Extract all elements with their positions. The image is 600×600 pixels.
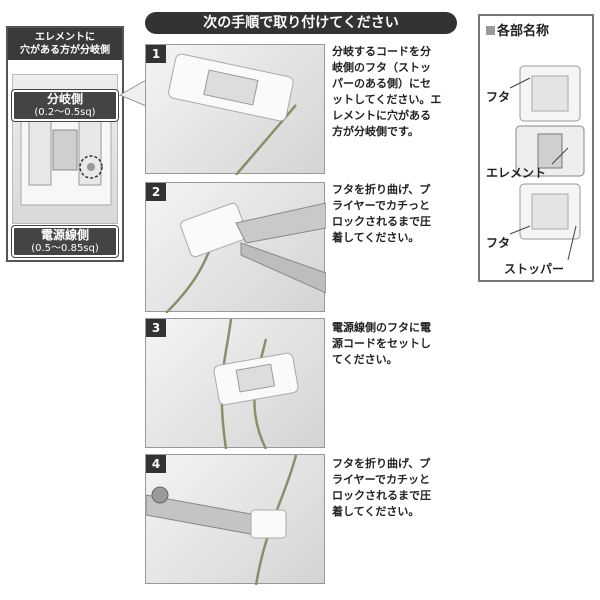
step-1-line: パーのある側）にセ <box>332 77 431 90</box>
step-1-line: 分岐するコードを分 <box>332 45 431 58</box>
step-1-line: レメントに穴がある <box>332 109 431 122</box>
parts-names-panel: 各部名称 フタ エレメント フタ ストッパー <box>478 14 594 282</box>
step-4-line: ロックされるまで圧 <box>332 489 431 502</box>
step-1-photo: 1 <box>145 44 325 175</box>
step-2-number: 2 <box>146 183 166 201</box>
step-4-number: 4 <box>146 455 166 473</box>
step-4-line: ライヤーでカチッと <box>332 473 431 486</box>
step-2-text: フタを折り曲げ、プ ライヤーでカチっと ロックされるまで圧 着してください。 <box>332 182 456 246</box>
inset-header-line-2: 穴がある方が分岐側 <box>20 45 110 56</box>
branch-side-inset: エレメントに 穴がある方が分岐側 分岐側 (0.2〜0.5sq) 電源線側 (0… <box>6 26 124 262</box>
step-1-line: 岐側のフタ（ストッ <box>332 61 431 74</box>
step-4-text: フタを折り曲げ、プ ライヤーでカチッと ロックされるまで圧 着してください。 <box>332 456 456 520</box>
branch-side-title: 分岐側 <box>46 92 83 106</box>
step-3-line: 電源線側のフタに電 <box>332 321 431 334</box>
step-4-photo: 4 <box>145 454 325 585</box>
branch-side-spec: (0.2〜0.5sq) <box>34 107 96 118</box>
step-3-line: てください。 <box>332 353 398 366</box>
page-title: 次の手順で取り付けてください <box>145 12 457 34</box>
step-2-line: 着してください。 <box>332 231 420 244</box>
power-side-spec: (0.5〜0.85sq) <box>31 243 99 254</box>
part-label-stopper: ストッパー <box>504 262 565 276</box>
step-1-number: 1 <box>146 45 166 63</box>
step-3-photo: 3 <box>145 318 325 449</box>
inset-header-line-1: エレメントに <box>35 32 95 43</box>
part-label-lid-top: フタ <box>486 90 511 104</box>
connector-diagram <box>509 65 585 261</box>
step-1-text: 分岐するコードを分 岐側のフタ（ストッ パーのある側）にセ ットしてください。エ… <box>332 44 456 140</box>
step-2-photo: 2 <box>145 182 326 313</box>
step-4-line: 着してください。 <box>332 505 420 518</box>
step-3-line: 源コードをセットし <box>332 337 431 350</box>
parts-title-text: 各部名称 <box>497 24 550 39</box>
square-bullet-icon <box>486 26 495 35</box>
step-3-text: 電源線側のフタに電 源コードをセットし てください。 <box>332 320 456 368</box>
step-3-number: 3 <box>146 319 166 337</box>
power-side-title: 電源線側 <box>40 228 89 242</box>
part-label-element: エレメント <box>486 166 547 180</box>
step-2-line: フタを折り曲げ、プ <box>332 183 431 196</box>
step-2-line: ロックされるまで圧 <box>332 215 431 228</box>
inset-header: エレメントに 穴がある方が分岐側 <box>8 28 122 60</box>
step-2-line: ライヤーでカチっと <box>332 199 431 212</box>
step-4-line: フタを折り曲げ、プ <box>332 457 431 470</box>
parts-title: 各部名称 <box>486 20 549 39</box>
power-side-label: 電源線側 (0.5〜0.85sq) <box>12 226 118 257</box>
branch-side-label: 分岐側 (0.2〜0.5sq) <box>12 90 118 121</box>
step-1-line: 方が分岐側です。 <box>332 125 419 138</box>
part-label-lid-bottom: フタ <box>486 236 511 250</box>
step-1-line: ットしてください。エ <box>332 93 442 106</box>
